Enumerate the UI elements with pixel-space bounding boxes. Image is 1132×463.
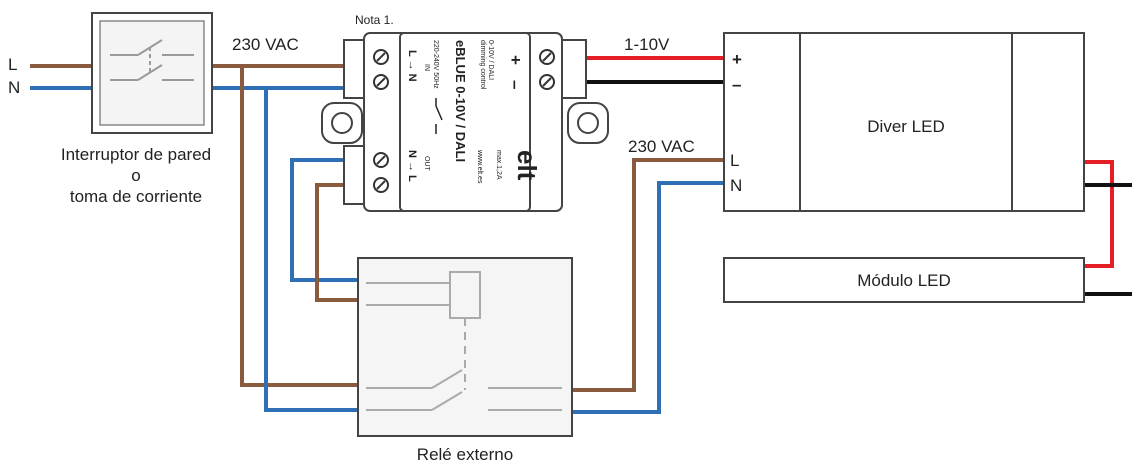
label-230vac-top: 230 VAC (232, 35, 299, 54)
label-switch-line1: Interruptor de pared (61, 145, 211, 164)
switch-contacts-icon (110, 39, 194, 81)
wire-coil-live (315, 183, 362, 302)
label-driver-name: Diver LED (867, 117, 944, 136)
device-in-label: IN (423, 64, 430, 71)
label-driver-L: L (730, 151, 739, 170)
wire-coil-neutral (290, 158, 362, 282)
wire-neutral-to-driver (570, 181, 726, 414)
relay-contacts-icon (366, 369, 562, 411)
label-line-N: N (8, 78, 20, 97)
label-module-name: Módulo LED (857, 271, 951, 290)
label-nota: Nota 1. (355, 13, 394, 27)
relay-coil-icon (366, 271, 481, 390)
text-labels: L N 230 VAC Nota 1. 1-10V + – 230 VAC L … (8, 13, 951, 463)
wire-led-plus (1084, 160, 1114, 268)
device-in-terminals: L → N (406, 50, 418, 82)
external-relay (357, 257, 573, 437)
device-control-desc: dimming control (479, 40, 486, 90)
label-driver-minus: – (732, 75, 741, 94)
label-230vac-driver: 230 VAC (628, 137, 695, 156)
label-dim-voltage: 1-10V (624, 35, 670, 54)
label-line-L: L (8, 55, 17, 74)
device-model: eBLUE 0-10V / DALI (453, 40, 468, 162)
label-driver-N: N (730, 176, 742, 195)
mounting-ear-right (567, 102, 609, 144)
led-driver (723, 32, 1085, 212)
device-plus: + (506, 55, 525, 65)
wires (30, 56, 1132, 414)
device-label-text: + – 0-10V / DALI dimming control eBLUE 0… (406, 40, 542, 184)
led-module (723, 257, 1085, 303)
eblue-controller: + – 0-10V / DALI dimming control eBLUE 0… (321, 32, 609, 212)
wire-live-to-driver (570, 158, 726, 392)
brand-logo-text: elt (512, 150, 542, 181)
device-output-rating: max.1,2A (495, 150, 502, 180)
label-switch-line3: toma de corriente (70, 187, 202, 206)
internal-switch-icon (435, 98, 443, 134)
device-label-panel (399, 32, 531, 212)
device-minus: – (506, 80, 525, 89)
elt-logo: elt (512, 150, 542, 181)
label-switch-line2: o (131, 166, 140, 185)
device-website: www.elt.es (476, 149, 483, 184)
device-input-rating: 220-240V 50Hz (432, 40, 439, 89)
label-relay-name: Relé externo (417, 445, 513, 463)
label-driver-plus: + (732, 50, 742, 69)
device-out-label: OUT (423, 156, 430, 172)
wall-switch (91, 12, 213, 134)
device-out-terminals: N → L (406, 150, 418, 182)
mounting-ear-left (321, 102, 363, 144)
device-control-type: 0-10V / DALI (487, 40, 494, 80)
